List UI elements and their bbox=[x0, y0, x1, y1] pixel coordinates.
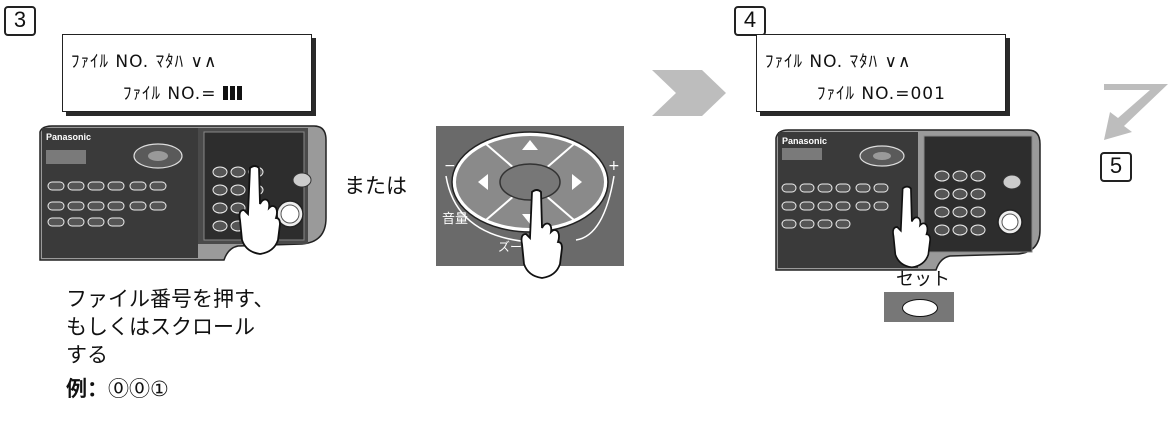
lcd-display-step4: ﾌｧｲﾙ NO. ﾏﾀﾊ ∨∧ ﾌｧｲﾙ NO.=001 bbox=[756, 34, 1006, 112]
control-panel-step3: Panasonic bbox=[38, 120, 328, 262]
svg-text:+: + bbox=[608, 158, 620, 174]
or-text: または bbox=[344, 174, 407, 198]
diagonal-arrow-icon bbox=[1104, 84, 1168, 140]
step-4-number: 4 bbox=[734, 6, 766, 36]
step3-caption-line1: ファイル番号を押す、 bbox=[66, 287, 275, 311]
next-step-arrow-icon bbox=[652, 70, 726, 116]
input-cursor-blocks bbox=[222, 85, 244, 105]
panel-brand-step3: Panasonic bbox=[46, 132, 92, 142]
lcd-display-step3: ﾌｧｲﾙ NO. ﾏﾀﾊ ∨∧ ﾌｧｲﾙ NO.= bbox=[62, 34, 312, 112]
set-key-oval bbox=[902, 299, 938, 317]
pointing-hand-icon bbox=[520, 189, 563, 279]
pointing-hand-icon bbox=[892, 185, 931, 269]
control-panel-step4: Panasonic bbox=[774, 126, 1042, 272]
step3-caption-line3: する bbox=[66, 343, 108, 367]
step-5-number: 5 bbox=[1100, 152, 1132, 182]
example-label: 例： bbox=[66, 377, 108, 401]
step3-caption-line2: もしくはスクロール bbox=[66, 315, 255, 339]
step3-example: 例：⓪⓪① bbox=[66, 376, 169, 403]
svg-text:−: − bbox=[444, 158, 456, 174]
example-value: ⓪⓪① bbox=[108, 377, 169, 401]
scroll-dial-panel: − + 音量 ズーム bbox=[436, 126, 624, 279]
step-3-number: 3 bbox=[4, 6, 36, 36]
set-key-label: セット bbox=[896, 269, 950, 290]
lcd-line-2: ﾌｧｲﾙ NO.=001 bbox=[817, 84, 946, 104]
lcd-line-1: ﾌｧｲﾙ NO. ﾏﾀﾊ ∨∧ bbox=[71, 52, 218, 72]
volume-label: 音量 bbox=[442, 212, 469, 227]
lcd-line-2: ﾌｧｲﾙ NO.= bbox=[123, 79, 244, 105]
set-key-button[interactable] bbox=[884, 292, 954, 322]
pointing-hand-icon bbox=[238, 165, 281, 255]
lcd-line-1: ﾌｧｲﾙ NO. ﾏﾀﾊ ∨∧ bbox=[765, 52, 912, 72]
panel-brand-step4: Panasonic bbox=[782, 136, 828, 146]
